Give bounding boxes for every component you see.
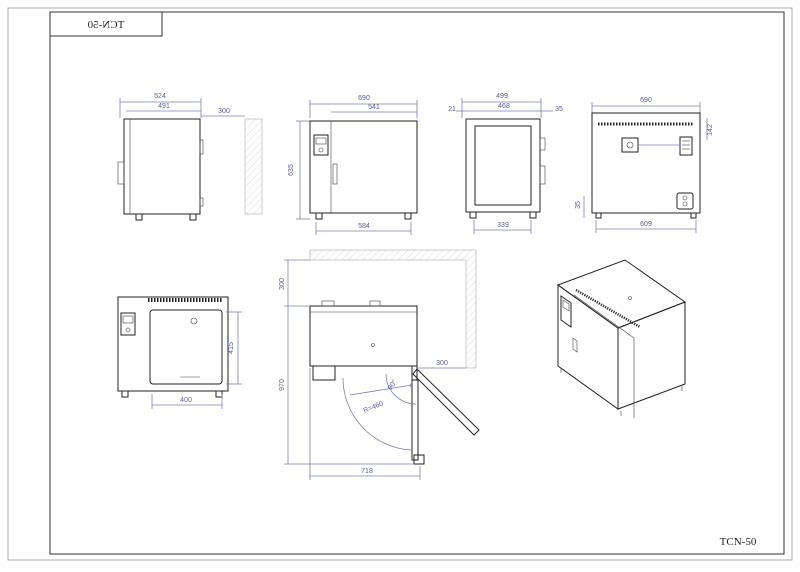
dim-plan-width: 718	[361, 468, 373, 475]
plan-body	[309, 305, 418, 367]
dim-side-left-wall: 300	[218, 108, 230, 115]
plan-control-box	[312, 365, 336, 381]
inner-frame	[49, 11, 785, 555]
front-body	[309, 120, 418, 214]
iso-front	[557, 284, 619, 410]
dim-rear-base: 609	[640, 221, 652, 228]
dim-side-left-body: 491	[158, 103, 170, 110]
dim-plan-wall-top: 300	[279, 278, 286, 290]
front-handle	[332, 163, 338, 185]
view-side-left: 524 491 300	[117, 93, 263, 221]
dim-side-left-overall: 524	[154, 93, 166, 100]
outer-frame	[7, 7, 793, 561]
plan-swing-arc	[342, 377, 413, 451]
rear-body	[591, 112, 701, 214]
dim-front-width: 690	[358, 95, 370, 102]
dim-plan-depth: 970	[279, 379, 286, 391]
dim-side-right-right: 35	[555, 106, 563, 113]
dim-rear-width: 690	[640, 97, 652, 104]
dim-front-height: 635	[288, 164, 295, 176]
front-open-cavity	[149, 309, 223, 385]
title-label-bottom: TCN-50	[720, 536, 757, 548]
front-open-body	[117, 296, 229, 392]
dim-front-open-width: 400	[180, 397, 192, 404]
dim-side-right-overall: 499	[496, 93, 508, 100]
view-rear: 690 142 35 609	[575, 97, 714, 233]
view-front: 690 541 635 584	[288, 95, 418, 235]
plan-door-open	[412, 368, 480, 436]
dim-plan-wall-right: 300	[436, 360, 448, 367]
side-left-body	[123, 118, 201, 215]
side-right-glass	[474, 125, 532, 206]
dim-rear-top: 142	[707, 124, 714, 136]
side-left-wall	[244, 118, 263, 215]
side-right-body	[465, 118, 541, 213]
iso-control-panel	[560, 295, 572, 328]
dim-side-right-left: 21	[448, 106, 456, 113]
dim-plan-radius: R=460	[362, 400, 384, 414]
dim-front-inner: 541	[368, 104, 380, 111]
plan-door-closed	[411, 379, 419, 461]
dim-front-base: 584	[358, 223, 370, 230]
iso-top	[556, 259, 687, 329]
front-control-panel	[313, 134, 329, 156]
dim-plan-angle: 90°	[386, 378, 399, 391]
dim-side-right-base: 339	[497, 222, 509, 229]
rear-connector	[621, 137, 639, 153]
plan-wall	[309, 249, 477, 369]
iso-side	[617, 301, 686, 410]
view-plan: 300 300 90° R=460 970 718	[279, 249, 480, 480]
dim-rear-foot: 35	[575, 201, 582, 209]
iso-handle	[572, 337, 578, 353]
side-left-handle	[117, 161, 125, 185]
rear-port	[679, 136, 693, 156]
title-label-mirrored: TCN-50	[87, 19, 124, 31]
view-side-right: 499 468 21 35 339	[448, 93, 563, 234]
view-iso	[556, 259, 687, 418]
title-box-mirrored: TCN-50	[49, 11, 163, 37]
dim-side-right-body: 468	[498, 103, 510, 110]
front-open-control-panel	[120, 312, 136, 336]
rear-plate	[676, 192, 694, 210]
view-front-open: 415 400	[117, 296, 242, 409]
dim-front-open-height: 415	[228, 342, 235, 354]
